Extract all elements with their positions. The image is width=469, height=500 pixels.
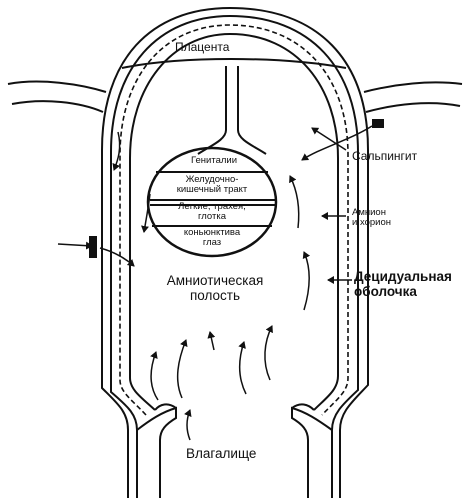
genitalia-label: Гениталии xyxy=(190,155,238,166)
amnion-line2: и хорион xyxy=(352,217,391,229)
arrow-right-up-4 xyxy=(264,325,273,381)
uterine-wall xyxy=(101,6,369,498)
fetus-head xyxy=(146,146,278,258)
arrow-right-up-2 xyxy=(302,251,311,311)
conjunctiva-line1: коньюнктива xyxy=(183,227,241,238)
amnion-chorion-label: Амнион и хорион xyxy=(352,207,391,229)
decidua-line1: Децидуальная xyxy=(354,269,452,284)
arrow-wall-to-cavity xyxy=(99,247,135,267)
decidua-line2: оболочка xyxy=(354,283,417,299)
fetus-oval xyxy=(146,146,278,258)
vaginal-canal xyxy=(136,403,333,498)
wall-infection-focus xyxy=(89,236,97,258)
arrow-salpingitis xyxy=(311,127,347,151)
arrow-left-up-2 xyxy=(176,339,188,399)
decidua-label: Децидуальная оболочка xyxy=(354,269,452,300)
gi-tract-label: Желудочно- кишечный тракт xyxy=(152,174,272,196)
amniotic-line2: полость xyxy=(189,287,241,303)
arrow-hematogenous-in xyxy=(57,241,93,250)
lungs-label: Легкие, трахея, глотка xyxy=(152,201,272,223)
amnion-line1: Амнион xyxy=(352,207,386,218)
lungs-line1: Легкие, трахея, xyxy=(178,201,246,212)
arrow-center-up xyxy=(207,331,216,351)
placenta-label: Плацента xyxy=(175,40,230,54)
gi-tract-line1: Желудочно- xyxy=(185,174,239,185)
placenta xyxy=(121,58,347,69)
fallopian-tubes xyxy=(7,80,463,113)
lungs-line2: глотка xyxy=(198,211,226,223)
conjunctiva-line2: глаз xyxy=(202,237,222,249)
arrow-left-down-1 xyxy=(112,131,121,171)
arrow-right-up-1 xyxy=(289,175,300,229)
infection-arrows xyxy=(57,125,373,441)
arrow-right-up-3 xyxy=(238,341,247,395)
amniotic-cavity-label: Амниотическая полость xyxy=(140,273,290,304)
conjunctiva-label: коньюнктива глаз xyxy=(152,227,272,249)
arrow-vagina-up xyxy=(184,409,192,441)
arrow-left-up-1 xyxy=(150,351,159,401)
umbilical-cord xyxy=(197,66,267,155)
tube-infection-focus xyxy=(372,119,384,128)
salpingitis-label: Сальпингит xyxy=(352,149,418,163)
amnion-chorion xyxy=(119,24,349,416)
vagina-label: Влагалище xyxy=(186,446,257,461)
amniotic-line1: Амниотическая xyxy=(166,273,264,288)
gi-tract-line2: кишечный тракт xyxy=(176,184,248,196)
arrow-left-down-2 xyxy=(141,193,151,233)
